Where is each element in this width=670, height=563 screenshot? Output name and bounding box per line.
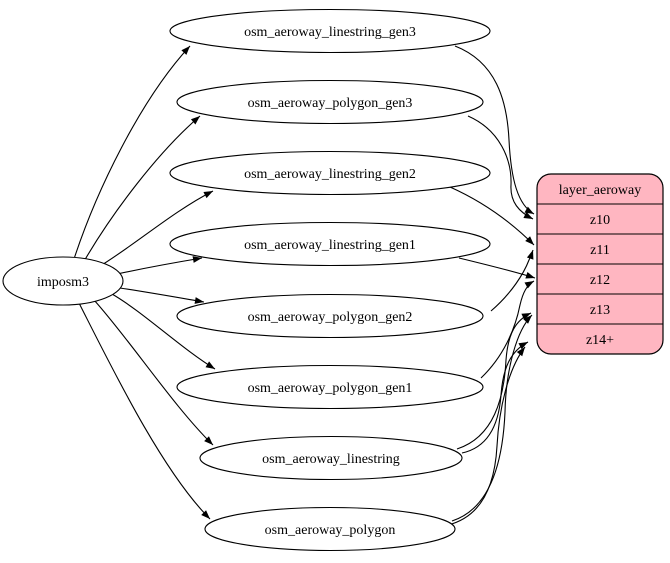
edge-osm_aeroway_polygon_gen1-z12 xyxy=(480,280,535,379)
table-label: osm_aeroway_linestring_gen2 xyxy=(244,167,416,182)
edge-osm_aeroway_polygon_gen3-z10 xyxy=(467,115,534,220)
edge-osm_aeroway_linestring-z14 xyxy=(461,341,529,454)
node-osm_aeroway_polygon_gen2: osm_aeroway_polygon_gen2 xyxy=(176,293,484,339)
table-ellipse xyxy=(169,150,491,196)
edge-layer-left xyxy=(73,45,216,520)
table-label: osm_aeroway_polygon xyxy=(265,523,396,538)
node-osm_aeroway_polygon_gen3: osm_aeroway_polygon_gen3 xyxy=(176,79,484,125)
edge-osm_aeroway_polygon-z14 xyxy=(447,346,526,526)
edge-imposm3-osm_aeroway_linestring_gen3 xyxy=(73,45,191,260)
table-ellipse xyxy=(176,79,484,125)
table-ellipse xyxy=(176,293,484,339)
edge-imposm3-osm_aeroway_linestring_gen1 xyxy=(116,256,203,275)
node-osm_aeroway_polygon_gen1: osm_aeroway_polygon_gen1 xyxy=(176,364,484,410)
edge-imposm3-osm_aeroway_polygon_gen3 xyxy=(82,115,201,264)
node-osm_aeroway_linestring_gen3: osm_aeroway_linestring_gen3 xyxy=(169,8,491,54)
edge-imposm3-osm_aeroway_linestring xyxy=(93,299,214,446)
table-ellipse xyxy=(169,8,491,54)
edge-osm_aeroway_linestring-z13 xyxy=(456,312,532,450)
edge-imposm3-osm_aeroway_linestring_gen2 xyxy=(96,190,214,269)
layer-aeroway-title: layer_aeroway xyxy=(559,183,641,198)
table-label: osm_aeroway_linestring xyxy=(262,452,400,467)
table-ellipse xyxy=(204,506,456,552)
table-ellipse xyxy=(169,221,491,267)
edge-imposm3-osm_aeroway_polygon_gen2 xyxy=(119,287,205,304)
table-label: osm_aeroway_linestring_gen1 xyxy=(244,238,416,253)
edge-osm_aeroway_linestring_gen2-z11 xyxy=(449,186,535,246)
node-imposm3: imposm3 xyxy=(2,256,124,306)
imposm3-ellipse xyxy=(2,256,124,306)
row-z11: z11 xyxy=(590,243,610,258)
table-label: osm_aeroway_polygon_gen1 xyxy=(248,381,413,396)
row-z13: z13 xyxy=(590,303,610,318)
edge-imposm3-osm_aeroway_polygon xyxy=(78,302,211,520)
imposm3-label: imposm3 xyxy=(37,275,89,290)
edge-osm_aeroway_polygon-z13 xyxy=(451,314,533,522)
node-osm_aeroway_linestring: osm_aeroway_linestring xyxy=(199,435,463,481)
edge-osm_aeroway_linestring_gen3-z10 xyxy=(454,45,535,215)
node-osm_aeroway_polygon: osm_aeroway_polygon xyxy=(204,506,456,552)
edge-layer-right xyxy=(447,45,536,526)
edge-osm_aeroway_linestring_gen1-z12 xyxy=(458,257,536,279)
table-label: osm_aeroway_linestring_gen3 xyxy=(244,25,416,40)
row-z10: z10 xyxy=(590,213,610,228)
table-ellipse xyxy=(176,364,484,410)
node-osm_aeroway_linestring_gen1: osm_aeroway_linestring_gen1 xyxy=(169,221,491,267)
table-ellipse xyxy=(199,435,463,481)
row-z14: z14+ xyxy=(586,333,614,348)
edge-osm_aeroway_polygon_gen2-z11 xyxy=(490,249,534,312)
node-layer_aeroway: layer_aeroway z10 z11 z12 z13 z14+ xyxy=(536,173,664,355)
edge-imposm3-osm_aeroway_polygon_gen1 xyxy=(111,293,216,370)
row-z12: z12 xyxy=(590,273,610,288)
node-osm_aeroway_linestring_gen2: osm_aeroway_linestring_gen2 xyxy=(169,150,491,196)
table-label: osm_aeroway_polygon_gen2 xyxy=(248,310,413,325)
table-label: osm_aeroway_polygon_gen3 xyxy=(248,96,413,111)
